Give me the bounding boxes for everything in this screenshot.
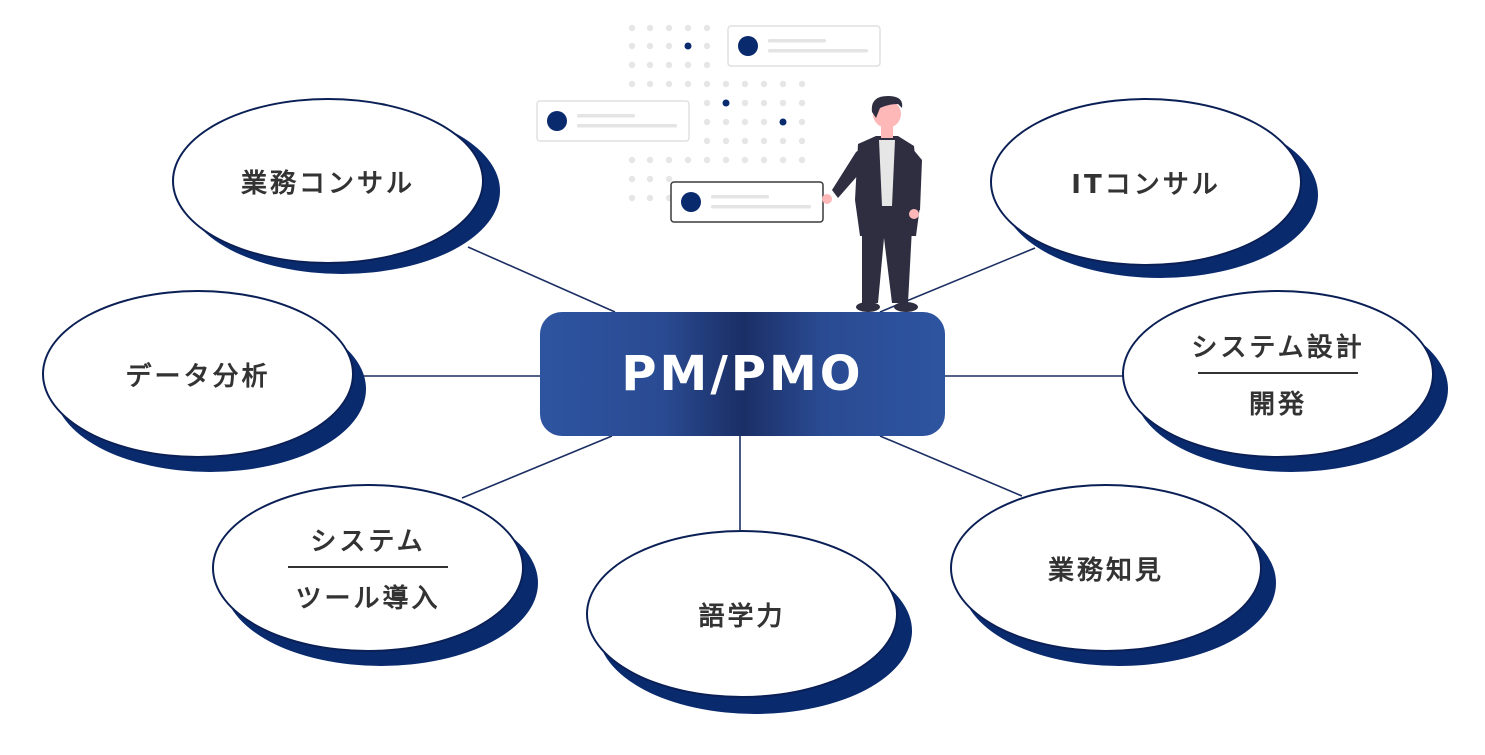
- label-divider: [1198, 372, 1358, 374]
- node-label-line1: システム: [310, 527, 426, 558]
- node-face: 語学力: [586, 530, 898, 698]
- node-business-knowledge: 業務知見: [950, 484, 1280, 668]
- node-label: 業務知見: [1047, 555, 1164, 586]
- node-face: システム設計 開発: [1122, 290, 1434, 458]
- node-it-consulting: ITコンサル: [990, 98, 1320, 282]
- node-label: 語学力: [698, 601, 786, 632]
- node-face: システム ツール導入: [212, 484, 524, 652]
- node-system-tools: システム ツール導入: [212, 484, 542, 668]
- node-data-analysis: データ分析: [42, 290, 368, 474]
- connector-business-knowledge: [879, 435, 1023, 497]
- node-label-line1: システム設計: [1191, 333, 1365, 364]
- node-label: 業務コンサル: [240, 168, 415, 199]
- node-business-consulting: 業務コンサル: [172, 98, 502, 276]
- node-label-line2: ツール導入: [295, 583, 441, 614]
- hub-pm-pmo: PM/PMO: [540, 312, 945, 436]
- node-face: ITコンサル: [990, 98, 1302, 266]
- card-decoration-middle: [536, 100, 690, 142]
- node-label: データ分析: [125, 361, 271, 392]
- hub-label: PM/PMO: [621, 346, 864, 402]
- node-system-design: システム設計 開発: [1122, 290, 1452, 474]
- label-divider: [288, 566, 448, 568]
- node-face: データ分析: [42, 290, 354, 458]
- card-decoration-top: [727, 25, 881, 67]
- node-language: 語学力: [586, 530, 916, 720]
- person-figure: [822, 96, 922, 312]
- node-label: ITコンサル: [1071, 169, 1221, 200]
- node-face: 業務コンサル: [172, 98, 484, 264]
- card-decoration-bottom: [670, 181, 824, 223]
- connector-business-consulting: [467, 246, 616, 313]
- connector-system-tools: [461, 435, 613, 499]
- dot-grid-decoration: [628, 24, 806, 202]
- node-label-line2: 開発: [1248, 389, 1307, 420]
- node-face: 業務知見: [950, 484, 1262, 652]
